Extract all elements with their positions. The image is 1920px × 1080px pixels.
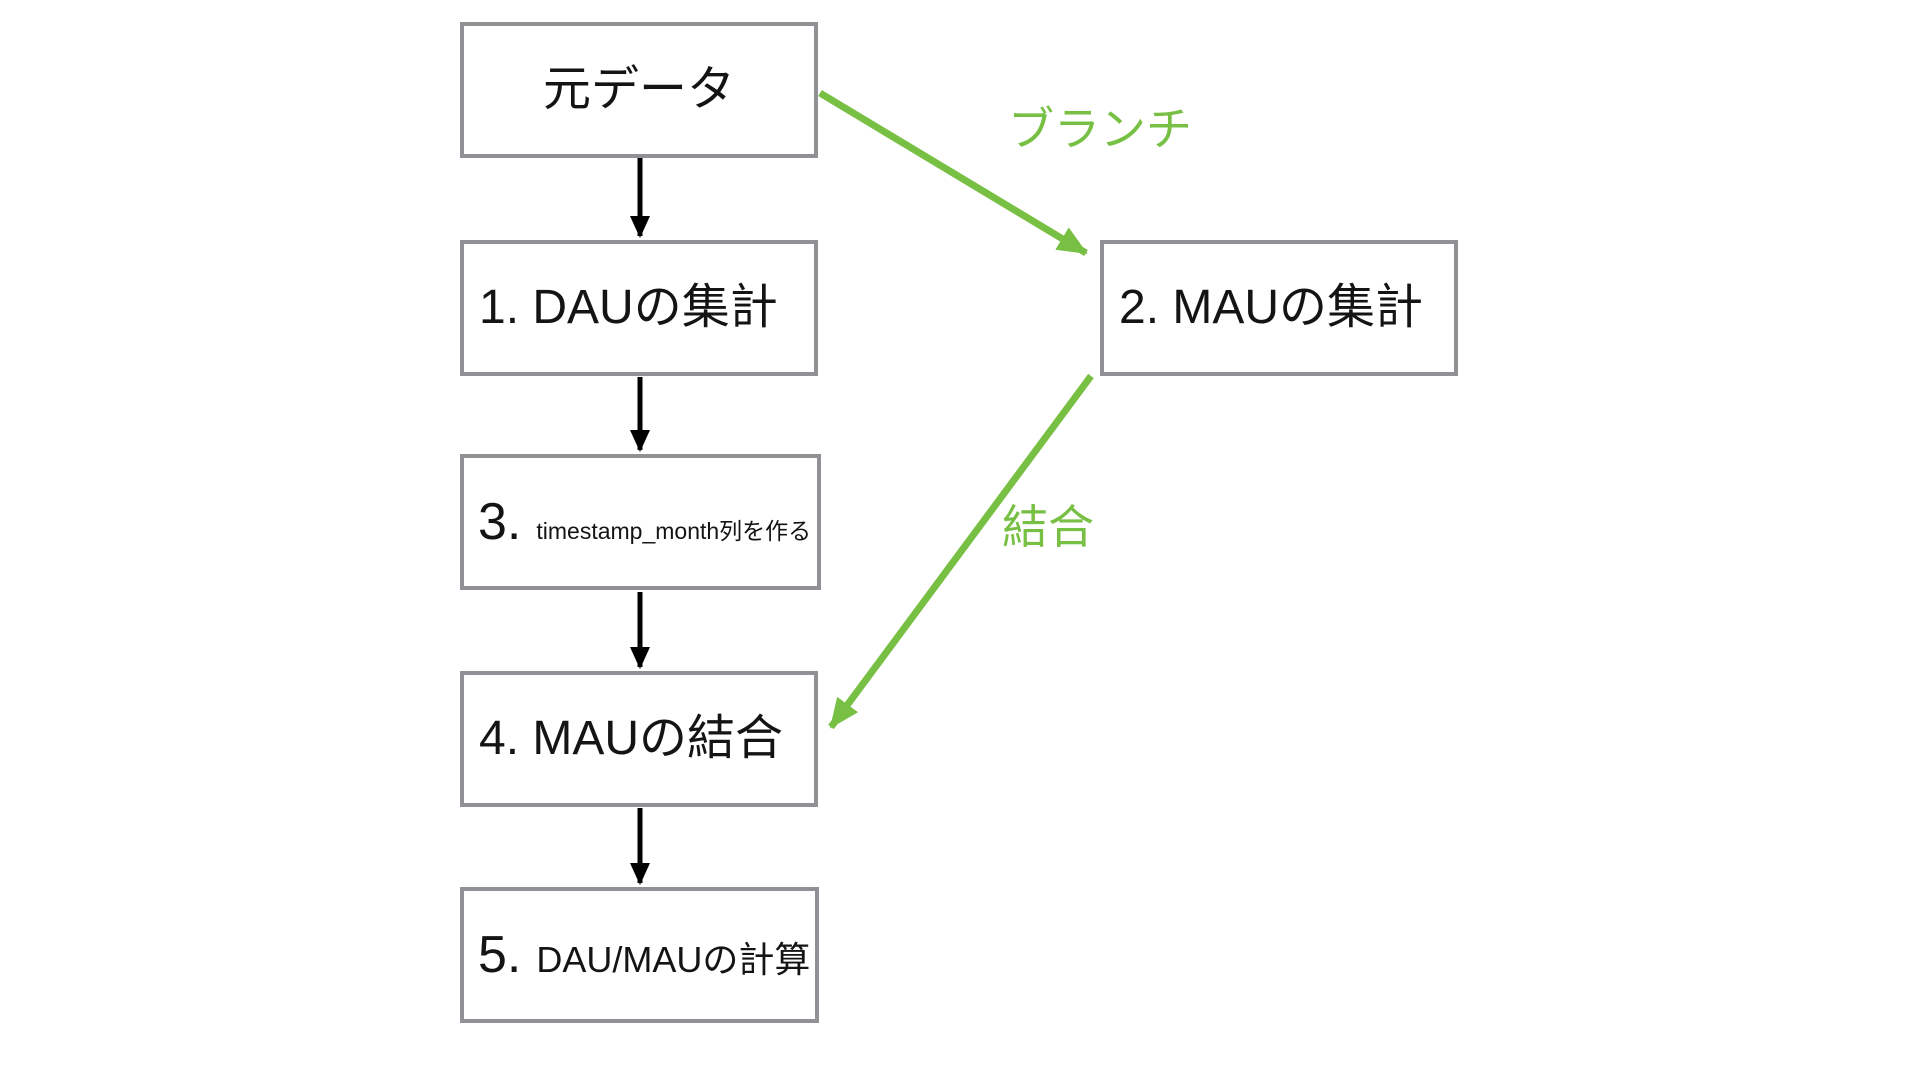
arrow-branch-source-to-step2 [818,90,1088,256]
node-step2-mau-aggregation: 2. MAUの集計 [1100,240,1458,376]
node-step3-row: 3. timestamp_month列を作る [478,496,811,548]
node-step4-label: 4. MAUの結合 [479,712,784,765]
node-source-data: 元データ [460,22,818,158]
node-step1-label: 1. DAUの集計 [479,281,778,334]
node-step2-label: 2. MAUの集計 [1119,281,1424,334]
node-step1-dau-aggregation: 1. DAUの集計 [460,240,818,376]
arrow-join-step2-to-step4 [828,373,1094,730]
node-source-label: 元データ [542,63,735,116]
edge-label-branch: ブランチ [1008,103,1192,155]
node-step4-mau-join: 4. MAUの結合 [460,671,818,807]
node-step5-number: 5. [478,926,522,984]
node-step3-timestamp-month-column: 3. timestamp_month列を作る [460,454,821,590]
node-step5-label: DAU/MAUの計算 [536,939,811,980]
node-step5-dau-mau-calculation: 5. DAU/MAUの計算 [460,887,819,1023]
edge-label-join: 結合 [1002,501,1094,553]
node-step3-number: 3. [478,493,522,551]
node-step3-label: timestamp_month列を作る [536,518,812,544]
node-step5-row: 5. DAU/MAUの計算 [478,929,810,981]
